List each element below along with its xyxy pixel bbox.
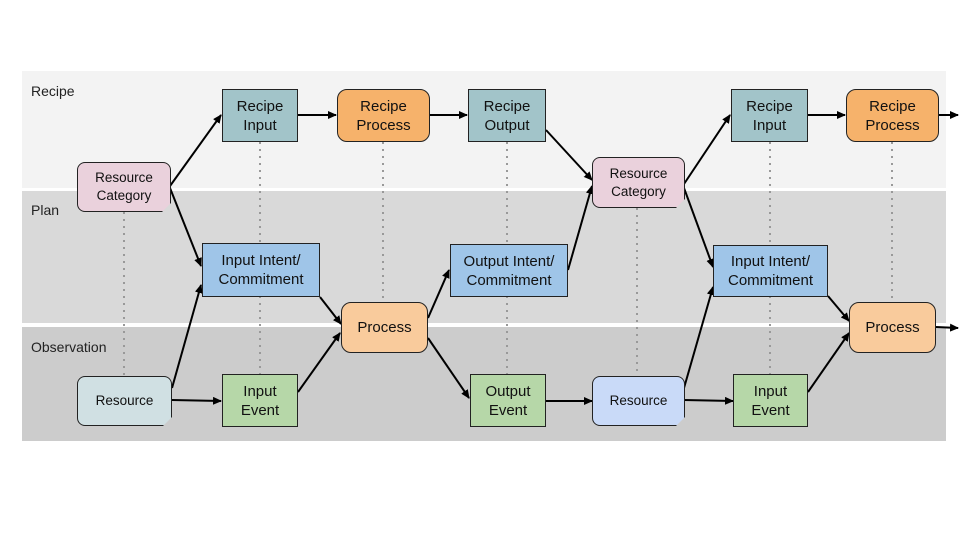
flow-arrow <box>683 396 734 405</box>
recipe-process-node: Recipe Process <box>846 89 939 142</box>
recipe-output-node: Recipe Output <box>468 89 546 142</box>
input-intent-commitment-node: Input Intent/ Commitment <box>202 243 320 297</box>
output-event-node: Output Event <box>470 374 546 427</box>
flow-arrow <box>169 114 222 187</box>
input-intent-commitment-label: Input Intent/ Commitment <box>727 253 813 289</box>
recipe-process-label: Recipe Process <box>356 97 411 134</box>
recipe-input-label: Recipe Input <box>746 97 793 134</box>
flow-arrow <box>319 296 342 325</box>
process-label: Process <box>865 319 920 336</box>
recipe-input-node: Recipe Input <box>731 89 808 142</box>
flow-arrow <box>683 286 715 389</box>
resource-label: Resource <box>95 393 154 408</box>
flow-arrow <box>683 187 714 268</box>
recipe-process-node: Recipe Process <box>337 89 430 142</box>
output-intent-commitment-label: Output Intent/ Commitment <box>463 252 555 289</box>
flow-arrow <box>169 187 202 267</box>
input-intent-commitment-node: Input Intent/ Commitment <box>713 245 828 297</box>
flow-arrow <box>567 185 594 271</box>
recipe-input-node: Recipe Input <box>222 89 298 142</box>
resource-node: Resource <box>592 376 685 426</box>
flow-arrow <box>171 284 203 389</box>
process-label: Process <box>357 319 412 336</box>
resource-category-node: Resource Category <box>592 157 685 208</box>
flow-arrow <box>807 332 850 393</box>
input-event-node: Input Event <box>222 374 298 427</box>
output-intent-commitment-node: Output Intent/ Commitment <box>450 244 568 297</box>
input-intent-commitment-label: Input Intent/ Commitment <box>218 252 304 288</box>
recipe-output-label: Recipe Output <box>483 97 531 134</box>
process-node: Process <box>849 302 936 353</box>
recipe-input-label: Recipe Input <box>236 97 284 134</box>
flow-arrow <box>427 269 450 319</box>
resource-category-label: Resource Category <box>609 165 668 199</box>
process-node: Process <box>341 302 428 353</box>
output-event-label: Output Event <box>485 382 531 419</box>
flow-arrow <box>827 295 850 322</box>
observation-band-label: Observation <box>31 339 107 355</box>
resource-label: Resource <box>609 393 668 408</box>
plan-band-label: Plan <box>31 202 60 218</box>
flow-arrow <box>427 337 470 399</box>
flow-arrow <box>935 323 959 332</box>
input-event-label: Input Event <box>751 382 790 419</box>
input-event-label: Input Event <box>240 382 280 419</box>
flow-arrow <box>171 396 222 405</box>
recipe-process-label: Recipe Process <box>865 97 920 134</box>
recipe-band-label: Recipe <box>31 83 75 99</box>
flow-arrow <box>545 129 593 181</box>
resource-node: Resource <box>77 376 172 426</box>
resource-category-node: Resource Category <box>77 162 171 212</box>
input-event-node: Input Event <box>733 374 808 427</box>
resource-category-label: Resource Category <box>95 170 153 203</box>
flow-arrow <box>683 114 731 185</box>
flow-arrow <box>297 332 341 393</box>
